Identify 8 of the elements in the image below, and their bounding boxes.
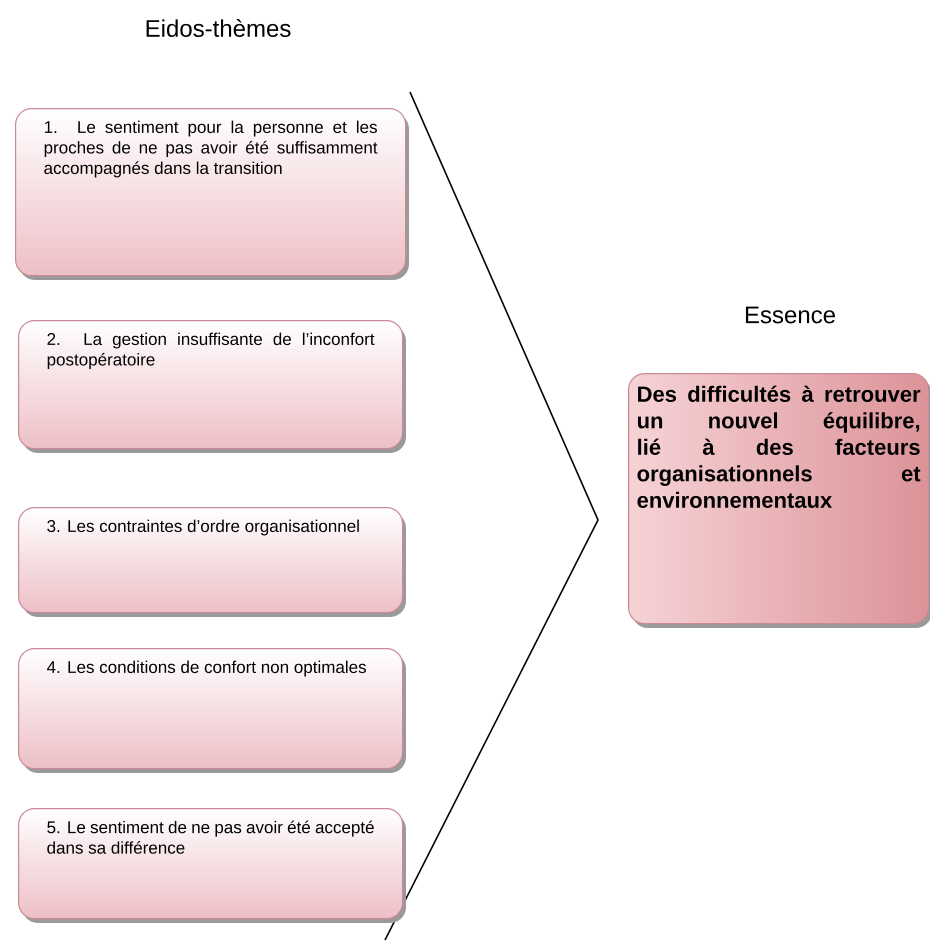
theme-box: 3. Les contraintes d’ordre organisationnel [18,507,406,617]
theme-box: 1. Le sentiment pour la personne et les proches de ne pas avoir été suffisamment accompagnés dans la transition [15,108,409,280]
column-heading: Essence [746,306,835,324]
essence-box: Des difficultés à retrouver un nouvel équilibre, lié à des facteurs organisationnels et environnementaux [628,373,930,628]
column-heading: Eidos-thèmes [146,19,290,37]
theme-box: 5. Le sentiment de ne pas avoir été accepté dans sa différence [18,808,406,923]
theme-box: 2. La gestion insuffisante de l’inconfort postopératoire [18,320,406,453]
theme-box: 4. Les conditions de confort non optimales [18,648,406,773]
